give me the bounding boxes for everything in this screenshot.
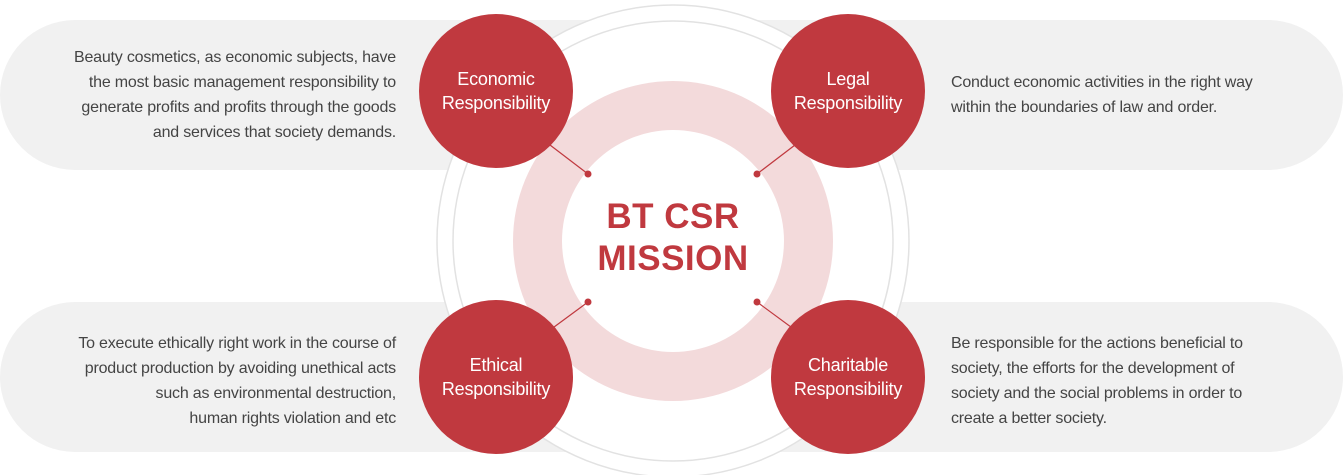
charitable-connector: [756, 301, 796, 331]
ethical-responsibility-node: Ethical Responsibility: [419, 300, 573, 454]
economic-description-line: Beauty cosmetics, as economic subjects, …: [73, 49, 396, 66]
economic-connector: [549, 144, 589, 175]
ethical-description-line: human rights violation and etc: [189, 410, 396, 427]
legal-responsibility-node: Legal Responsibility: [771, 14, 925, 168]
ethical-connector-dot: [584, 298, 592, 306]
legal-connector-dot: [753, 170, 761, 178]
legal-description: Conduct economic activities in the right…: [951, 70, 1313, 120]
charitable-connector-dot: [753, 298, 761, 306]
mission-title-line2: MISSION: [597, 239, 749, 278]
center-disc: [562, 130, 784, 352]
charitable-description-line: create a better society.: [951, 410, 1107, 427]
charitable-node-subtitle: Responsibility: [793, 379, 903, 399]
ethical-node-title: Ethical: [469, 355, 523, 375]
economic-responsibility-node: Economic Responsibility: [419, 14, 573, 168]
inner-ring-stroke: [452, 20, 894, 462]
ethical-node-subtitle: Responsibility: [441, 379, 551, 399]
legal-node-title: Legal: [826, 69, 870, 89]
ethical-description: To execute ethically right work in the c…: [34, 331, 396, 431]
ethical-description-line: To execute ethically right work in the c…: [78, 335, 396, 352]
ethical-description-line: product production by avoiding unethical…: [84, 360, 396, 377]
economic-node-title: Economic: [457, 69, 535, 89]
mission-title: BT CSR MISSION: [567, 196, 779, 280]
mission-title-line1: BT CSR: [606, 197, 740, 236]
charitable-description: Be responsible for the actions beneficia…: [951, 331, 1313, 431]
charitable-node-title: Charitable: [807, 355, 889, 375]
charitable-description-line: society and the social problems in order…: [951, 385, 1243, 402]
outer-ring-stroke: [436, 4, 910, 475]
ethical-description-line: such as environmental destruction,: [155, 385, 397, 402]
economic-connector-dot: [584, 170, 592, 178]
legal-node-subtitle: Responsibility: [793, 93, 903, 113]
economic-description-line: the most basic management responsibility…: [88, 74, 396, 91]
economic-description: Beauty cosmetics, as economic subjects, …: [34, 45, 396, 145]
charitable-description-line: society, the efforts for the development…: [951, 360, 1235, 377]
economic-description-line: generate profits and profits through the…: [81, 99, 396, 116]
legal-description-line: within the boundaries of law and order.: [951, 99, 1218, 116]
ethical-connector: [549, 301, 589, 331]
charitable-responsibility-node: Charitable Responsibility: [771, 300, 925, 454]
charitable-description-line: Be responsible for the actions beneficia…: [951, 335, 1243, 352]
economic-description-line: and services that society demands.: [152, 124, 396, 141]
legal-description-line: Conduct economic activities in the right…: [951, 74, 1253, 91]
legal-connector: [756, 144, 796, 175]
economic-node-subtitle: Responsibility: [441, 93, 551, 113]
